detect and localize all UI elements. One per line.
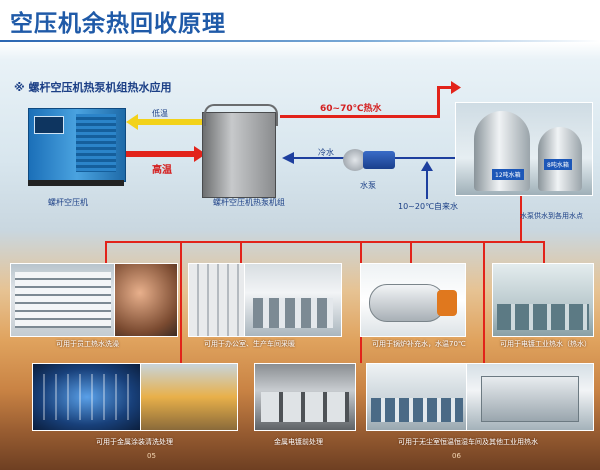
ahu-unit-photo [466, 363, 594, 431]
pump-label: 水泵 [360, 181, 376, 190]
page-number-left: 05 [147, 452, 156, 460]
tap-water-pipe [426, 165, 428, 199]
radiator-photo [188, 263, 246, 337]
app-caption-3: 可用于锅炉补充水，水温70℃ [372, 340, 466, 348]
cold-water-label: 冷水 [318, 148, 334, 157]
drop-7 [483, 243, 485, 363]
app-caption-7: 可用于无尘室恒温恒湿车间及其他工业用热水 [398, 438, 538, 446]
hot-water-inlet [437, 86, 455, 89]
tap-water-arrowhead [421, 161, 433, 171]
boiler-photo [360, 263, 466, 337]
page-number-right: 06 [452, 452, 461, 460]
tank-8t-tag: 8吨水箱 [544, 159, 572, 170]
coating-cleaning-photo [140, 363, 238, 431]
compressor-image [28, 108, 126, 186]
pump-image [343, 143, 397, 177]
app-caption-2: 可用于办公室、生产车间采暖 [204, 340, 295, 348]
heat-pump-unit-image [198, 104, 282, 198]
tank-12t-tag: 12吨水箱 [492, 169, 524, 180]
compressor-label: 螺杆空压机 [48, 198, 88, 207]
drop-4 [543, 241, 545, 263]
drop-3 [410, 241, 412, 263]
heat-pump-unit-label: 螺杆空压机热泵机组 [213, 198, 285, 207]
water-tanks-image: 12吨水箱 8吨水箱 [455, 102, 593, 196]
cleanroom-photo [366, 363, 468, 431]
cold-water-arrowhead [282, 152, 294, 164]
supply-label: 水泵供水到各用水点 [520, 212, 583, 220]
app-caption-1: 可用于员工热水洗澡 [56, 340, 119, 348]
app-caption-4: 可用于电镀工业热水（热水） [500, 340, 591, 348]
hot-water-pipe [280, 115, 440, 118]
high-temp-label: 高温 [152, 165, 172, 176]
supply-riser [520, 195, 522, 243]
title-underline [0, 40, 600, 42]
dormitory-photo [10, 263, 116, 337]
app-caption-6: 金属电镀前处理 [274, 438, 323, 446]
coating-line-photo [32, 363, 142, 431]
low-temp-arrow [126, 114, 206, 130]
hot-water-riser [437, 86, 440, 118]
electroplating-hall-photo [492, 263, 594, 337]
plating-pretreatment-photo [254, 363, 356, 431]
drop-5 [180, 243, 182, 363]
hot-water-arrowhead [451, 81, 461, 94]
office-photo [244, 263, 342, 337]
page-title: 空压机余热回收原理 [10, 11, 226, 37]
section-subtitle: ※ 螺杆空压机热泵机组热水应用 [14, 81, 172, 94]
cold-water-pipe-left [290, 157, 345, 159]
tap-water-label: 10~20℃自来水 [398, 202, 459, 211]
drop-1 [105, 241, 107, 263]
app-caption-5: 可用于金属涂装清洗处理 [96, 438, 173, 446]
low-temp-label: 低温 [152, 109, 168, 118]
hot-water-label: 60~70℃热水 [320, 104, 382, 114]
supply-header-top [105, 241, 545, 243]
drop-2 [240, 241, 242, 263]
shower-photo [114, 263, 178, 337]
cold-water-pipe-right [395, 157, 455, 159]
high-temp-arrow [126, 146, 206, 162]
